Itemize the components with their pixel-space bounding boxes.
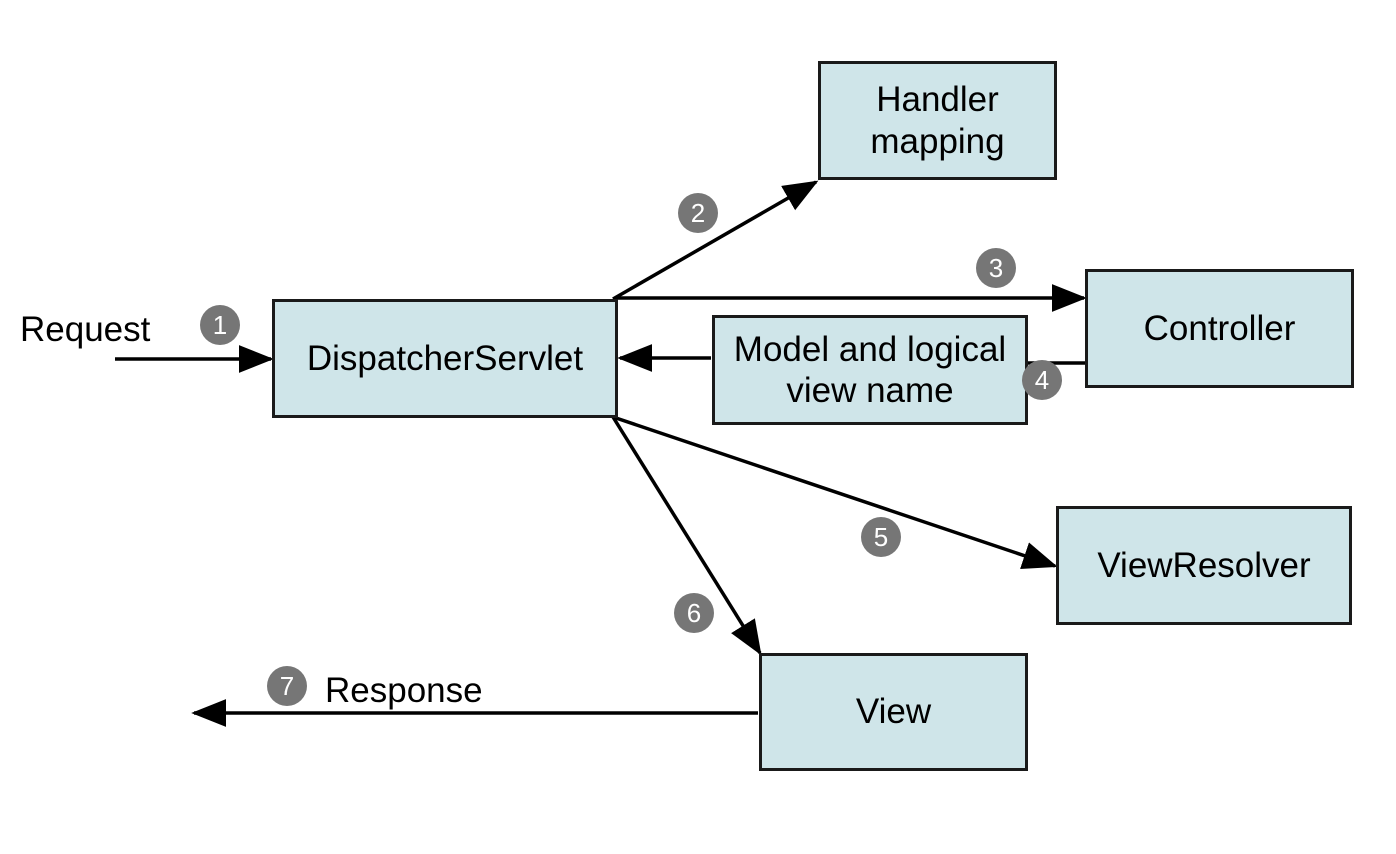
node-view-label: View [855, 692, 932, 732]
step-badge-7-number: 7 [279, 671, 295, 701]
step-badge-4-number: 4 [1034, 365, 1050, 395]
step-badge-1-number: 1 [212, 310, 228, 340]
step-badge-2: 2 [678, 193, 718, 233]
node-model-and-logical-view-name[interactable]: Model and logical view name [712, 315, 1028, 425]
node-dispatcher-servlet-label: DispatcherServlet [306, 338, 584, 378]
step-badge-7: 7 [267, 666, 307, 706]
step-badge-6-number: 6 [686, 598, 702, 628]
step-badge-5: 5 [861, 517, 901, 557]
request-label: Request [20, 310, 151, 349]
node-handler-mapping[interactable]: Handler mapping [818, 61, 1057, 180]
node-view-resolver[interactable]: ViewResolver [1056, 506, 1352, 625]
node-handler-mapping-label: Handler mapping [870, 80, 1005, 161]
step-badge-5-number: 5 [873, 522, 889, 552]
step-badge-6: 6 [674, 593, 714, 633]
step-badge-3: 3 [976, 248, 1016, 288]
step-badge-3-number: 3 [988, 253, 1004, 283]
node-dispatcher-servlet[interactable]: DispatcherServlet [272, 299, 618, 418]
node-controller-label: Controller [1143, 308, 1296, 348]
arrow-5-dispatcher-to-view-resolver [612, 415, 1058, 569]
step-badge-1: 1 [200, 305, 240, 345]
response-label: Response [325, 671, 483, 710]
node-controller[interactable]: Controller [1085, 269, 1354, 388]
node-model-and-logical-view-name-label: Model and logical view name [733, 329, 1007, 410]
step-badge-2-number: 2 [690, 198, 706, 228]
step-badge-4: 4 [1022, 360, 1062, 400]
arrow-2-dispatcher-to-handler-mapping [612, 180, 819, 301]
node-view-resolver-label: ViewResolver [1097, 545, 1311, 585]
node-view[interactable]: View [759, 653, 1028, 771]
